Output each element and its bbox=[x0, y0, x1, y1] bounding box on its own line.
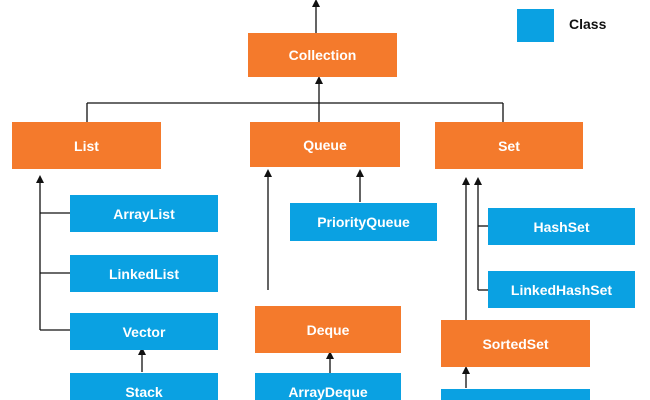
priorityqueue-label: PriorityQueue bbox=[317, 214, 410, 230]
collection-box: Collection bbox=[248, 33, 397, 77]
sortedset-label: SortedSet bbox=[482, 335, 549, 352]
linkedhashset-box: LinkedHashSet bbox=[488, 271, 635, 308]
deque-box: Deque bbox=[255, 306, 401, 353]
queue-label: Queue bbox=[303, 136, 347, 153]
collection-label: Collection bbox=[288, 47, 357, 63]
vector-label: Vector bbox=[122, 323, 166, 340]
arraydeque-label: ArrayDeque bbox=[288, 383, 368, 400]
linkedlist-label: LinkedList bbox=[108, 265, 179, 282]
list-box: List bbox=[12, 122, 161, 169]
stack-label: Stack bbox=[125, 383, 163, 400]
arraylist-box: ArrayList bbox=[70, 195, 218, 232]
set-label: Set bbox=[498, 137, 520, 154]
arraylist-label: ArrayList bbox=[113, 205, 175, 222]
treeset-box bbox=[441, 389, 590, 400]
linkedlist-box: LinkedList bbox=[70, 255, 218, 292]
hashset-label: HashSet bbox=[533, 218, 590, 235]
deque-label: Deque bbox=[306, 321, 350, 338]
vector-box: Vector bbox=[70, 313, 218, 350]
legend-class-swatch bbox=[517, 9, 554, 42]
arraydeque-box: ArrayDeque bbox=[255, 373, 401, 400]
stack-box: Stack bbox=[70, 373, 218, 400]
hashset-box: HashSet bbox=[488, 208, 635, 245]
sortedset-box: SortedSet bbox=[441, 320, 590, 367]
priorityqueue-box: PriorityQueue bbox=[290, 203, 437, 241]
list-label: List bbox=[74, 137, 99, 154]
queue-box: Queue bbox=[250, 122, 400, 167]
linkedhashset-label: LinkedHashSet bbox=[510, 281, 613, 298]
legend-class-label: Class bbox=[569, 16, 607, 32]
set-box: Set bbox=[435, 122, 583, 169]
